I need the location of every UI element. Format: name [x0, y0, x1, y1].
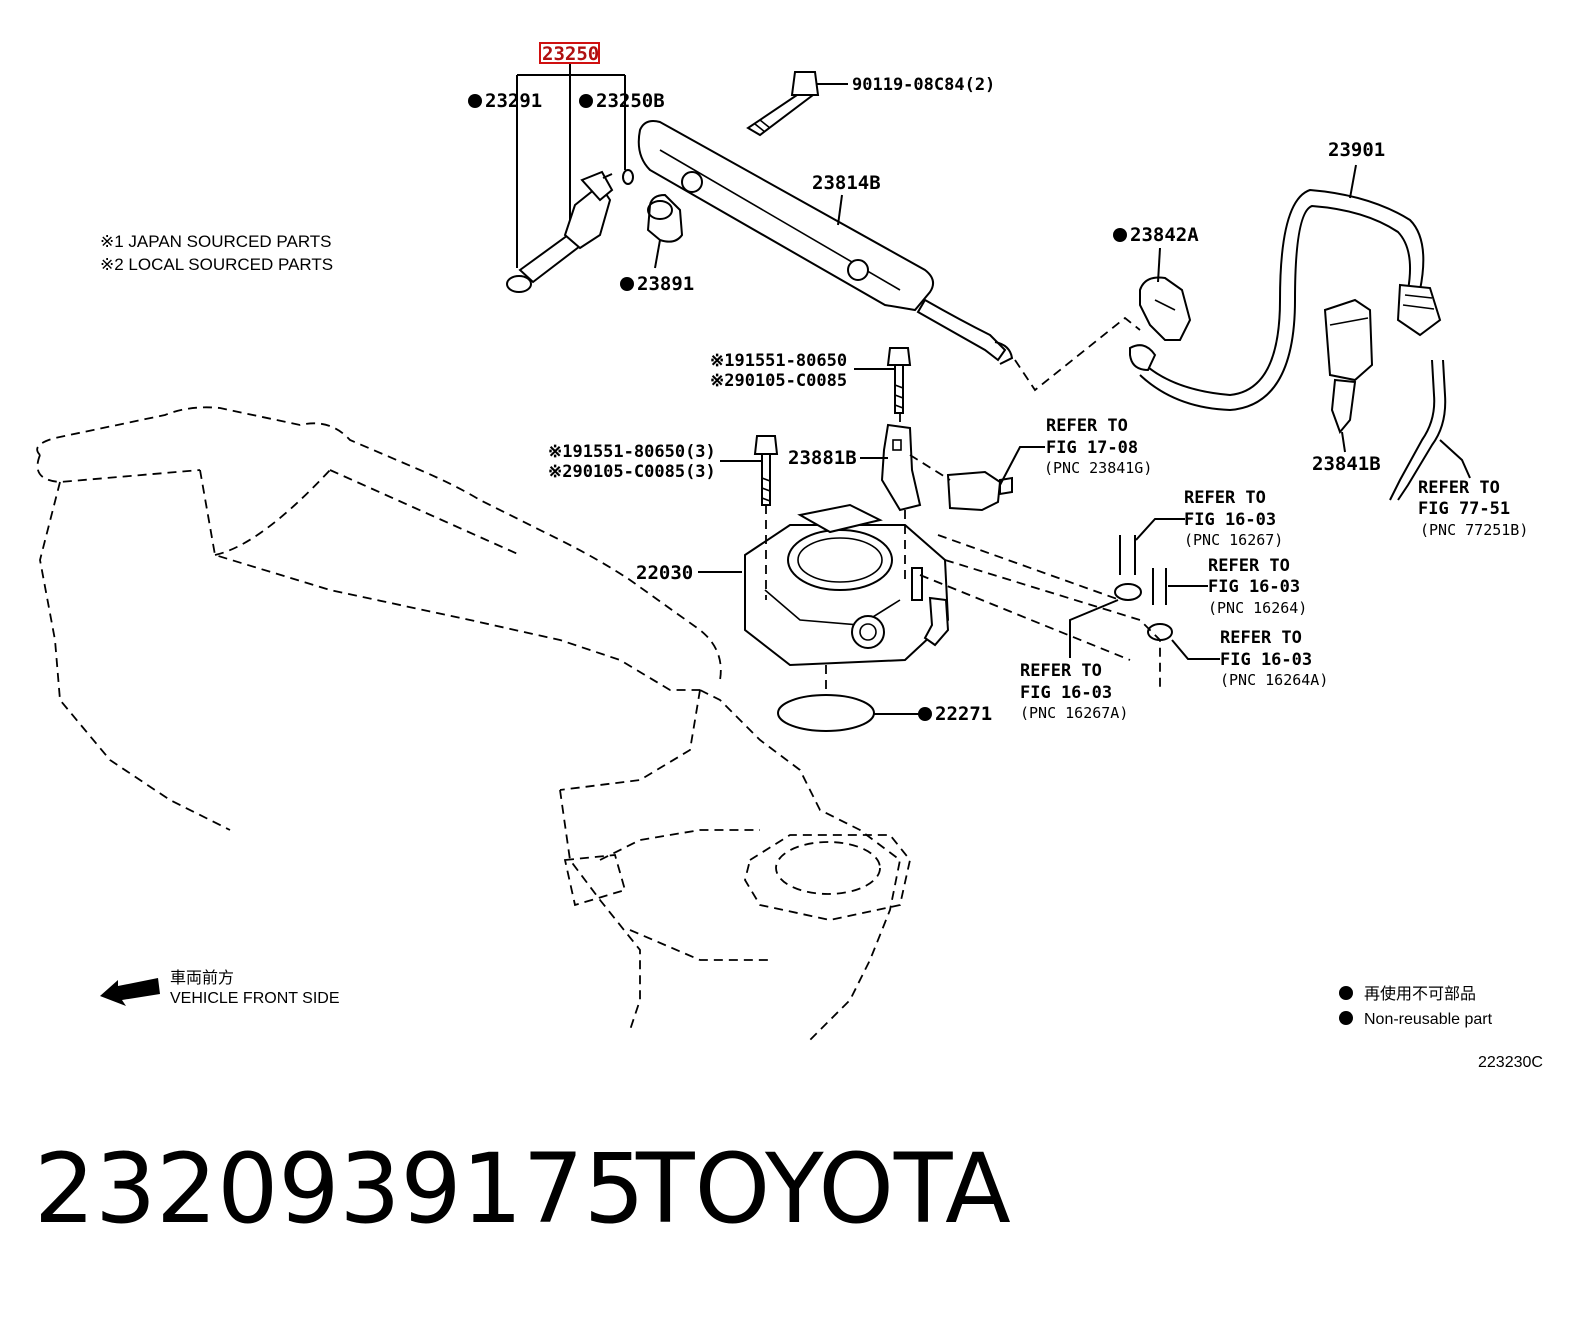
callout-clamp-23842a: 23842A [1130, 224, 1199, 246]
callout-bolt-90119: 90119-08C84(2) [852, 75, 995, 95]
refer-block-77-51: REFER TO FIG 77-51 (PNC 77251B) [1418, 478, 1528, 539]
svg-text:(PNC 23841G): (PNC 23841G) [1044, 459, 1152, 477]
callout-bolt-side-1: ※191551-80650(3) [548, 442, 716, 462]
refer-block-16267a: REFER TO FIG 16-03 (PNC 16267A) [1020, 661, 1128, 722]
svg-text:REFER TO: REFER TO [1220, 628, 1302, 648]
tube-connector [1323, 298, 1374, 434]
front-label-en: VEHICLE FRONT SIDE [170, 990, 340, 1007]
front-arrow-icon [100, 978, 160, 1006]
sourcing-notes: ※1 JAPAN SOURCED PARTS ※2 LOCAL SOURCED … [100, 232, 333, 274]
non-reusable-dot [579, 94, 593, 108]
front-label-jp: 車両前方 [170, 969, 234, 987]
non-reusable-dot [1113, 228, 1127, 242]
legend: 再使用不可部品 Non-reusable part [1339, 985, 1493, 1028]
svg-text:(PNC 16264A): (PNC 16264A) [1220, 671, 1328, 689]
intake-flange [563, 834, 911, 921]
refer-block-16267: REFER TO FIG 16-03 (PNC 16267) [1184, 488, 1283, 549]
leader-lines [516, 62, 1471, 715]
legend-label-en: Non-reusable part [1364, 1011, 1493, 1028]
non-reusable-dot [468, 94, 482, 108]
callout-bolt-top-1: ※191551-80650 [710, 351, 847, 371]
callout-o-ring-23250b: 23250B [596, 90, 665, 112]
delivery-pipe-bolt [746, 71, 820, 137]
delivery-pipe [637, 120, 1014, 365]
callout-gasket: 22271 [935, 703, 992, 725]
fuel-injector [506, 169, 634, 293]
svg-text:FIG 77-51: FIG 77-51 [1418, 499, 1510, 519]
callout-labels: 23250 23291 23250B 90119-08C84(2) 23814B… [468, 42, 1385, 725]
callout-throttle-body: 22030 [636, 562, 693, 584]
callout-fuel-tube: 23901 [1328, 139, 1385, 161]
vacuum-tube [1389, 359, 1447, 501]
svg-text:FIG 16-03: FIG 16-03 [1208, 577, 1300, 597]
throttle-body-bolt [753, 435, 779, 506]
tube-clamp [1139, 276, 1192, 341]
svg-text:(PNC 16264): (PNC 16264) [1208, 599, 1307, 617]
refer-block-16264: REFER TO FIG 16-03 (PNC 16264) [1208, 556, 1307, 617]
callout-delivery-pipe: 23814B [812, 172, 881, 194]
engine-outline [36, 406, 901, 1041]
callout-bolt-side-2: ※290105-C0085(3) [548, 462, 716, 482]
fuel-tube [1129, 188, 1442, 412]
svg-text:(PNC 16267): (PNC 16267) [1184, 531, 1283, 549]
legend-label-jp: 再使用不可部品 [1364, 985, 1476, 1003]
callout-insulator-23891: 23891 [637, 273, 694, 295]
refer-block-16264a: REFER TO FIG 16-03 (PNC 16264A) [1220, 628, 1328, 689]
note-local-sourced: ※2 LOCAL SOURCED PARTS [100, 255, 333, 274]
bracket [880, 423, 922, 512]
svg-text:REFER TO: REFER TO [1020, 661, 1102, 681]
refer-block-17-08: REFER TO FIG 17-08 (PNC 23841G) [1044, 416, 1152, 477]
callout-connector-23841b: 23841B [1312, 453, 1381, 475]
part-number: 2320939175 [34, 1133, 645, 1245]
vehicle-front-indicator: 車両前方 VEHICLE FRONT SIDE [100, 969, 340, 1007]
legend-dot-icon [1339, 986, 1353, 1000]
svg-text:REFER TO: REFER TO [1418, 478, 1500, 498]
callout-bracket-23881b: 23881B [788, 447, 857, 469]
svg-text:(PNC 16267A): (PNC 16267A) [1020, 704, 1128, 722]
svg-text:REFER TO: REFER TO [1208, 556, 1290, 576]
callout-injector-assy: 23250 [542, 43, 599, 65]
svg-text:FIG 16-03: FIG 16-03 [1220, 650, 1312, 670]
svg-text:REFER TO: REFER TO [1046, 416, 1128, 436]
brand-name: TOYOTA [635, 1133, 1011, 1245]
throttle-body [744, 503, 950, 667]
injector-insulator [646, 193, 684, 243]
hoses-and-clamps [1114, 535, 1173, 641]
svg-text:FIG 16-03: FIG 16-03 [1184, 510, 1276, 530]
svg-text:REFER TO: REFER TO [1184, 488, 1266, 508]
non-reusable-dot [620, 277, 634, 291]
legend-dot-icon [1339, 1011, 1353, 1025]
dashed-leaders [765, 316, 1161, 695]
note-japan-sourced: ※1 JAPAN SOURCED PARTS [100, 232, 332, 251]
svg-text:(PNC 77251B): (PNC 77251B) [1420, 521, 1528, 539]
svg-text:FIG 17-08: FIG 17-08 [1046, 438, 1138, 458]
callout-o-ring-23291: 23291 [485, 90, 542, 112]
sensor [946, 470, 1013, 512]
bracket-bolt [886, 347, 912, 414]
highlight-box [539, 42, 600, 64]
non-reusable-dot [918, 707, 932, 721]
callout-bolt-top-2: ※290105-C0085 [710, 371, 847, 391]
svg-text:FIG 16-03: FIG 16-03 [1020, 683, 1112, 703]
figure-code: 223230C [1478, 1054, 1543, 1071]
throttle-body-gasket [777, 694, 875, 732]
